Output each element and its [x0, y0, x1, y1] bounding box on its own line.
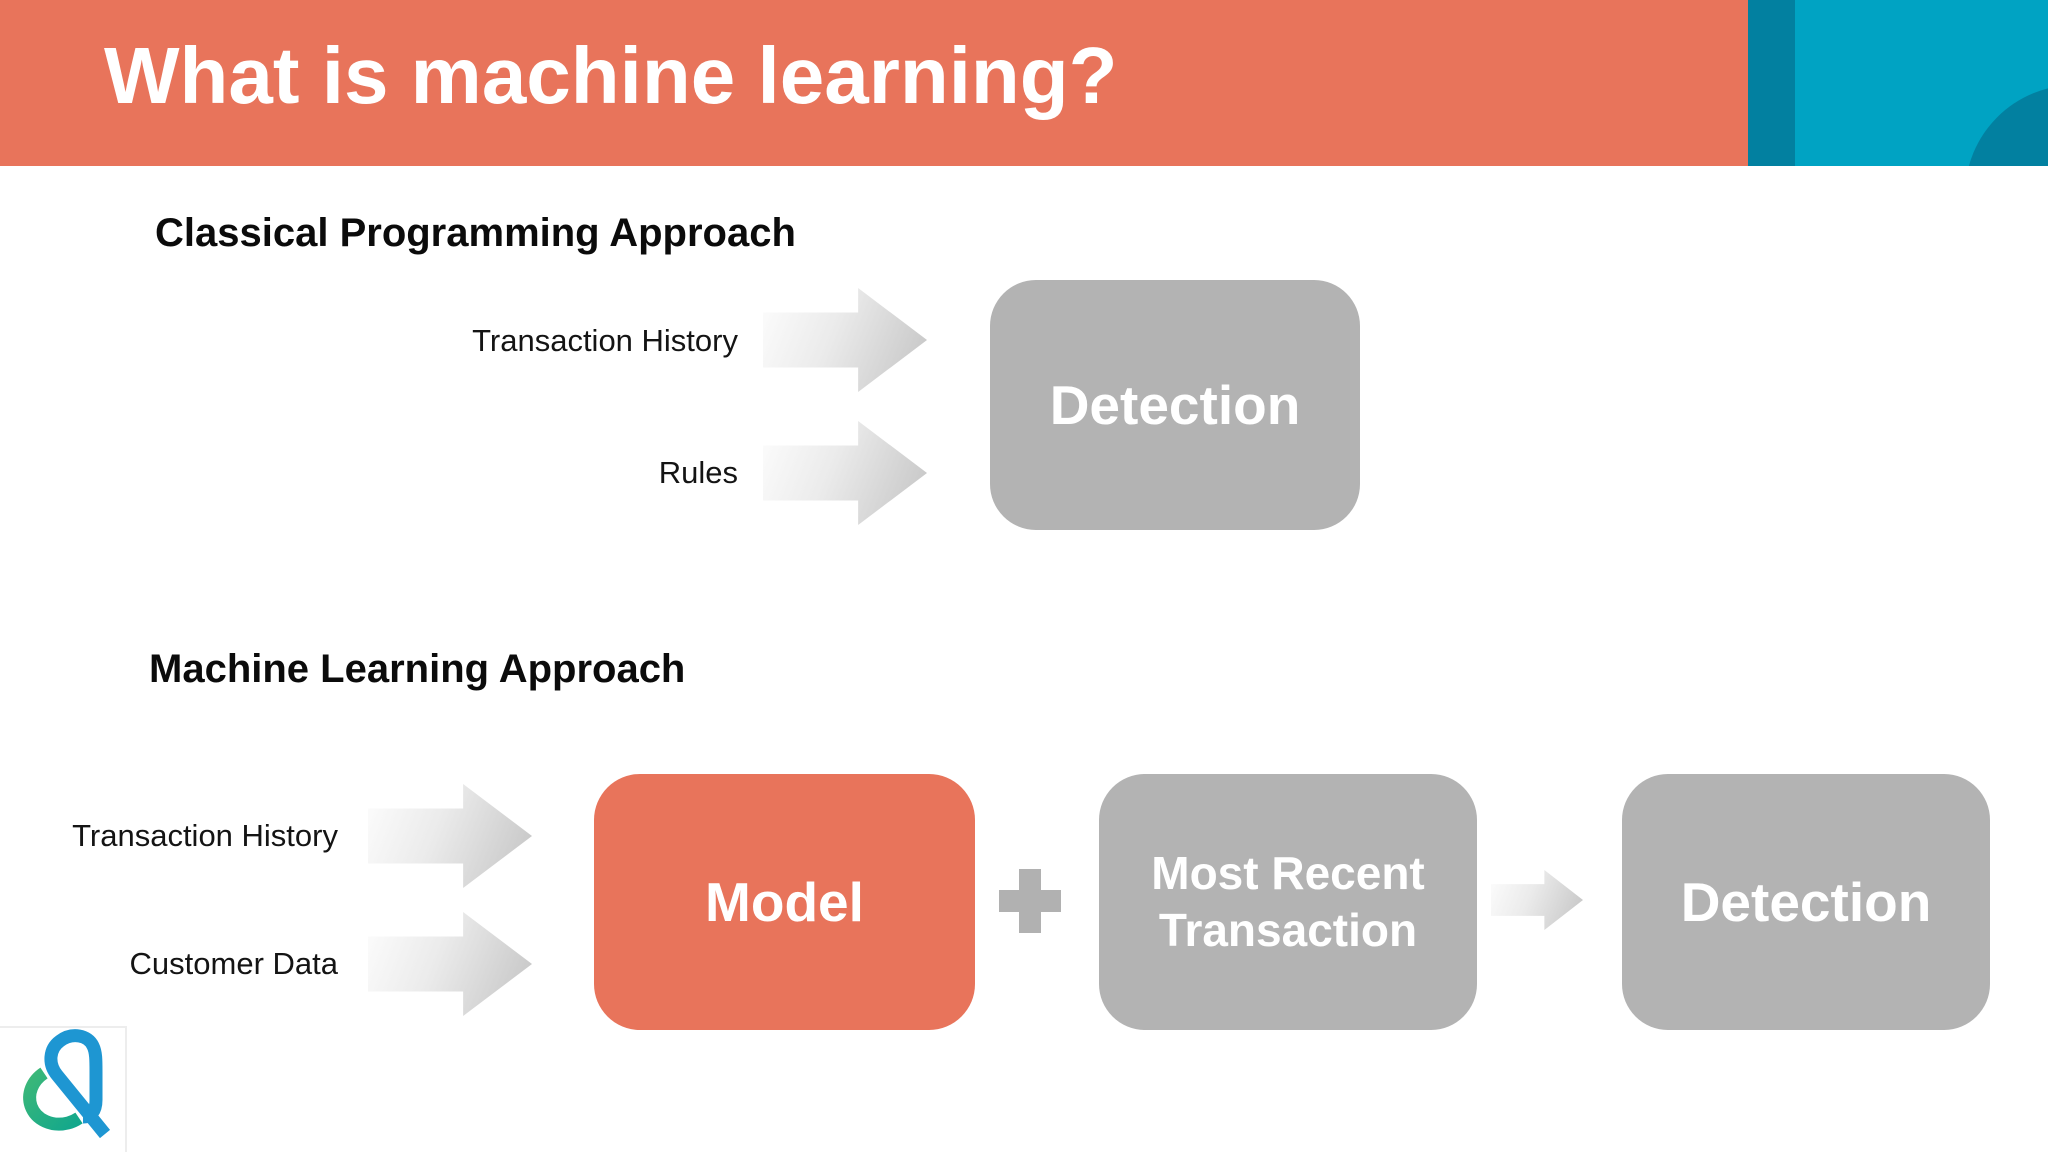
header-bar: What is machine learning?: [0, 0, 2048, 166]
ml-heading: Machine Learning Approach: [149, 647, 686, 691]
arrow-right-icon: [368, 912, 532, 1016]
brand-logo-icon: [23, 1029, 111, 1139]
ml-detection-box: Detection: [1622, 774, 1990, 1030]
accent-quarter-circle: [1965, 85, 2048, 166]
classical-heading: Classical Programming Approach: [155, 211, 796, 255]
arrow-right-icon: [368, 784, 532, 888]
plus-icon-vertical-bar: [1019, 869, 1041, 933]
logo-frame: [0, 1026, 127, 1152]
ml-input-transaction-history-label: Transaction History: [72, 818, 338, 853]
classical-input-transaction-history-label: Transaction History: [472, 323, 738, 358]
arrow-right-icon: [1491, 870, 1583, 930]
ml-input-customer-data-label: Customer Data: [129, 946, 338, 981]
classical-input-rules-label: Rules: [658, 455, 738, 490]
model-box: Model: [594, 774, 975, 1030]
model-box-label: Model: [705, 871, 864, 933]
slide-title: What is machine learning?: [104, 31, 1118, 120]
ml-detection-box-label: Detection: [1680, 871, 1932, 933]
arrow-right-icon: [763, 421, 927, 525]
plus-icon: [999, 869, 1061, 933]
classical-detection-box-label: Detection: [1049, 374, 1301, 436]
arrow-right-icon: [763, 288, 927, 392]
accent-light-block: [1795, 0, 2048, 166]
most-recent-transaction-box-line2: Transaction: [1158, 904, 1418, 956]
accent-dark-strip: [1748, 0, 1795, 166]
classical-detection-box: Detection: [990, 280, 1360, 530]
most-recent-transaction-box-line1: Most Recent: [1151, 847, 1425, 899]
most-recent-transaction-box: Most Recent Transaction: [1099, 774, 1477, 1030]
